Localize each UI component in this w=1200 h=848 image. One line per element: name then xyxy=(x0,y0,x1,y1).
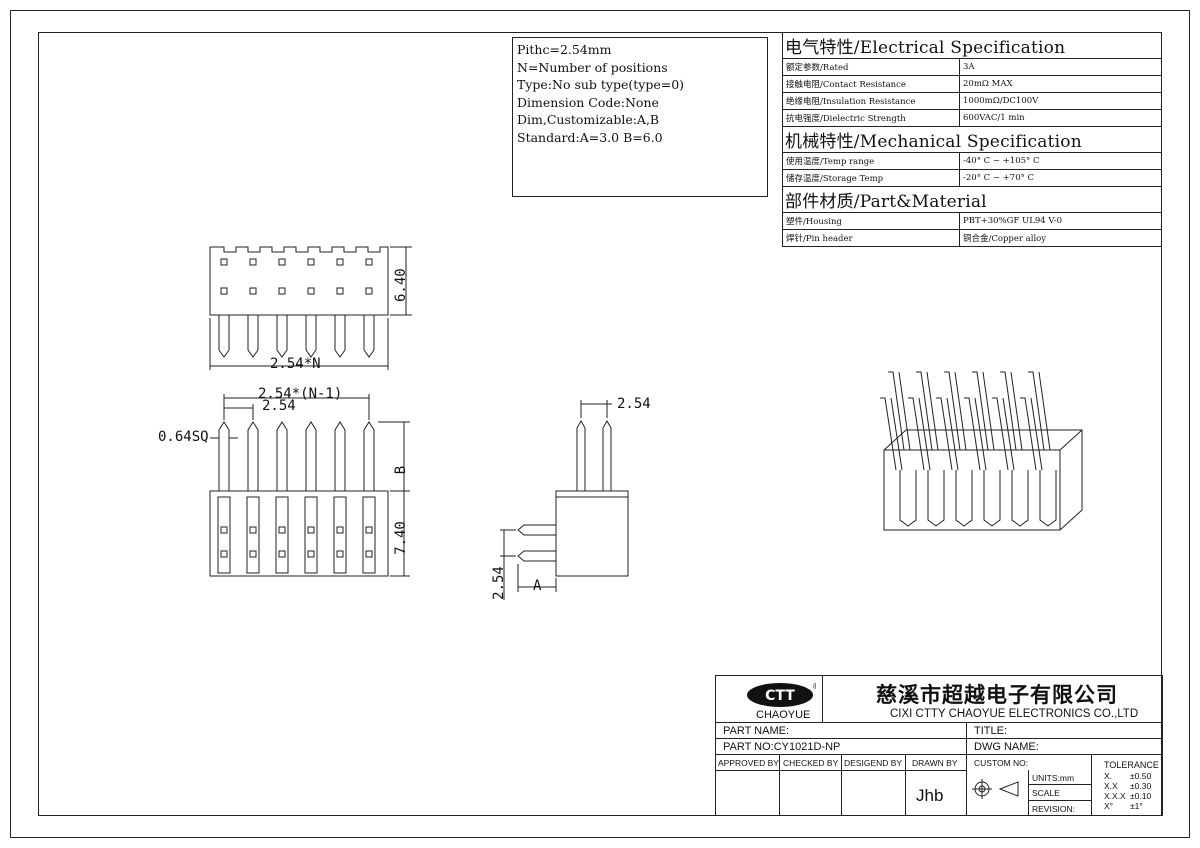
approved-by-label: APPROVED BY xyxy=(718,758,779,768)
part-no-label: PART NO:CY1021D-NP xyxy=(723,741,841,753)
revision-label: REVISION: xyxy=(1032,804,1075,814)
scale-label: SCALE xyxy=(1032,788,1060,798)
company-name-cn: 慈溪市超越电子有限公司 xyxy=(876,683,1118,707)
dim-b: B xyxy=(393,465,410,475)
dim-row-pitch: 2.54 xyxy=(490,566,507,600)
tolerance-row: X°±1° xyxy=(1104,801,1143,811)
tolerance-title: TOLERANCE xyxy=(1104,760,1159,770)
dim-width-n: 2.54*N xyxy=(270,356,321,372)
front-view xyxy=(209,394,410,577)
front-view-pins xyxy=(218,421,375,491)
drawn-by-label: DRAWN BY xyxy=(912,758,958,768)
note-line: Type:No sub type(type=0) xyxy=(517,77,685,92)
specification-table: 电气特性/Electrical Specification 额定参数/Rated… xyxy=(782,32,1162,247)
projection-symbol-icon xyxy=(972,779,1019,799)
front-view-slots xyxy=(217,496,376,574)
tolerance-row: X.±0.50 xyxy=(1104,771,1152,781)
dim-pitch-front: 2.54 xyxy=(262,398,296,414)
checked-by-label: CHECKED BY xyxy=(783,758,839,768)
note-line: Dimension Code:None xyxy=(517,94,659,110)
company-logo: CTT ® xyxy=(746,681,820,711)
dim-height-body: 7.40 xyxy=(392,521,409,555)
dim-pin-size: 0.64SQ xyxy=(158,429,209,445)
side-view xyxy=(500,400,629,600)
iso-pins-back xyxy=(888,371,1051,451)
tolerance-row: X.X.X±0.10 xyxy=(1104,791,1152,801)
logo-icon: CTT ® xyxy=(747,682,820,707)
company-name-en: CIXI CTTY CHAOYUE ELECTRONICS CO.,LTD xyxy=(890,708,1139,720)
dim-width-n1: 2.54*(N-1) xyxy=(258,386,343,402)
drawing-frame xyxy=(38,32,1162,816)
dim-a: A xyxy=(533,578,542,594)
notes-box: Pithc=2.54mm N=Number of positions Type:… xyxy=(512,37,768,197)
top-view-pins xyxy=(218,315,375,358)
dim-pitch-side: 2.54 xyxy=(617,396,651,412)
svg-text:CTT: CTT xyxy=(765,688,795,704)
isometric-view xyxy=(880,371,1083,531)
iso-pins-front xyxy=(880,397,1043,471)
custom-no-label: CUSTOM NO: xyxy=(974,758,1029,768)
title-label: TITLE: xyxy=(974,725,1008,737)
dwg-name-label: DWG NAME: xyxy=(974,741,1039,753)
units-label: UNITS:mm xyxy=(1032,773,1075,783)
spec-value: 铜合金/Copper alloy xyxy=(959,229,1162,247)
spec-row: 使用温度/Temp range-40° C ~ +105° C xyxy=(782,152,1162,170)
tolerance-row: X.X±0.30 xyxy=(1104,781,1152,791)
note-line: Pithc=2.54mm xyxy=(517,42,612,57)
title-block: CTT ® CHAOYUE 慈溪市超越电子有限公司 CIXI CTTY CHAO… xyxy=(715,675,1163,816)
top-view xyxy=(209,246,412,370)
note-line: Standard:A=3.0 B=6.0 xyxy=(517,129,663,145)
note-line: N=Number of positions xyxy=(517,59,668,75)
logo-text: CHAOYUE xyxy=(756,709,811,721)
note-line: Dim,Customizable:A,B xyxy=(517,112,660,127)
svg-text:®: ® xyxy=(812,682,816,691)
top-view-holes xyxy=(220,258,373,295)
drawing-sheet xyxy=(10,10,1190,838)
designed-by-label: DESIGEND BY xyxy=(844,758,903,768)
part-name-label: PART NAME: xyxy=(723,725,790,737)
drawn-by-value: Jhb xyxy=(916,786,944,805)
material-title: 部件材质/Part&Material xyxy=(782,186,1162,213)
iso-slots xyxy=(899,470,1057,527)
